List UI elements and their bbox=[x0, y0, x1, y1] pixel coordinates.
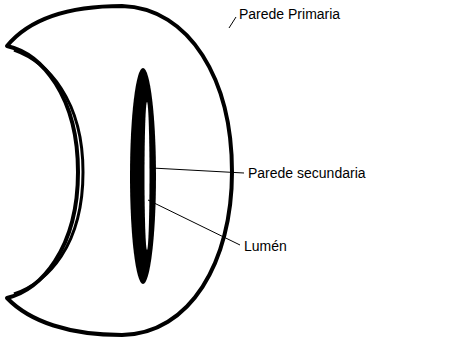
lumen bbox=[145, 102, 150, 250]
secondary-wall bbox=[130, 68, 156, 284]
primary-wall-inner bbox=[14, 50, 83, 294]
leader-line bbox=[148, 200, 240, 245]
leader-line bbox=[152, 168, 244, 173]
part-label: Lumén bbox=[243, 238, 288, 254]
part-label: Parede Primaria bbox=[238, 6, 341, 22]
leader-line bbox=[229, 17, 236, 28]
part-label: Parede secundaria bbox=[247, 165, 367, 181]
